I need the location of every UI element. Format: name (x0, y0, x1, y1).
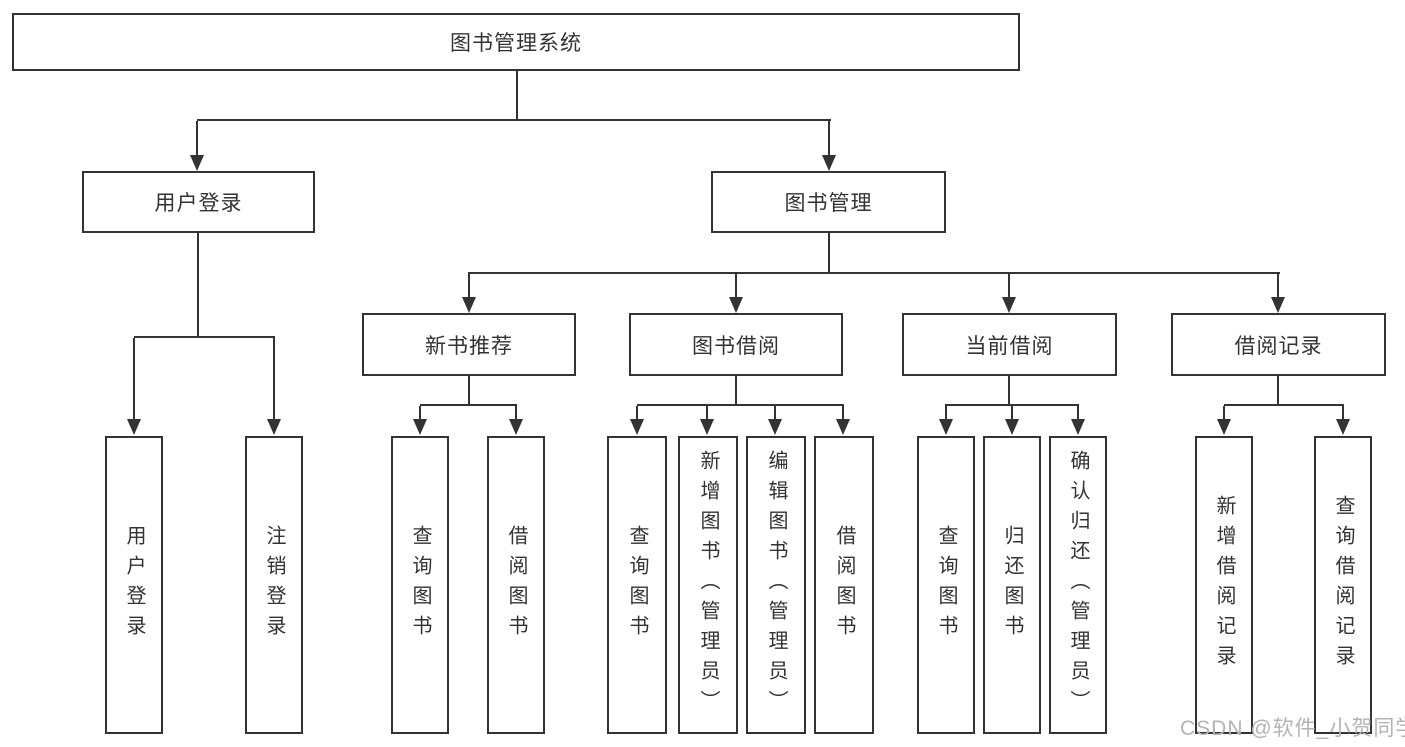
connector-leaf-drop (636, 406, 638, 420)
arrow-down-icon (939, 419, 953, 435)
node-current-borrow-label: 当前借阅 (965, 334, 1054, 358)
arrow-down-icon (1336, 419, 1350, 435)
node-new-book-recommend-label: 新书推荐 (425, 334, 513, 358)
leaf-edit-book-admin: 编辑图书（管理员） (746, 436, 806, 734)
arrow-down-icon (822, 155, 836, 171)
connector-book-mgmt-stem (828, 233, 830, 273)
leaf-label: 借阅图书 (505, 525, 527, 645)
connector-leaf-drop (133, 338, 135, 420)
connector-level3-drop (1277, 274, 1279, 298)
node-root-label: 图书管理系统 (450, 32, 582, 55)
connector-user-login-hline (134, 336, 275, 338)
connector-current-borrow-hline (945, 404, 1079, 406)
node-user-login-label: 用户登录 (154, 192, 243, 215)
connector-level3-drop (468, 274, 470, 298)
arrow-down-icon (127, 419, 141, 435)
connector-borrow-records-stem (1277, 376, 1279, 405)
arrow-down-icon (1002, 297, 1016, 313)
connector-leaf-drop (706, 406, 708, 420)
arrow-down-icon (1005, 419, 1019, 435)
connector-level3-drop (735, 274, 737, 298)
node-current-borrow: 当前借阅 (902, 313, 1117, 376)
arrow-down-icon (729, 297, 743, 313)
node-borrow-records: 借阅记录 (1171, 313, 1386, 376)
leaf-query-books: 查询图书 (917, 436, 975, 734)
node-borrow-records-label: 借阅记录 (1234, 334, 1323, 358)
node-new-book-recommend: 新书推荐 (362, 313, 576, 376)
leaf-logout: 注销登录 (245, 436, 303, 734)
arrow-down-icon (630, 419, 644, 435)
arrow-down-icon (1271, 297, 1285, 313)
connector-leaf-drop (1342, 406, 1344, 420)
connector-leaf-drop (842, 406, 844, 420)
connector-leaf-drop (273, 338, 275, 420)
csdn-watermark: CSDN @软件_小贺同学 (1180, 717, 1405, 740)
arrow-down-icon (509, 419, 523, 435)
leaf-user-login: 用户登录 (105, 436, 163, 734)
node-book-management: 图书管理 (711, 171, 946, 233)
leaf-label: 新增借阅记录 (1213, 495, 1235, 675)
connector-level3-hline (468, 272, 1280, 274)
connector-leaf-drop (1223, 406, 1225, 420)
arrow-down-icon (462, 297, 476, 313)
leaf-label: 用户登录 (123, 525, 145, 645)
leaf-query-books: 查询图书 (607, 436, 667, 734)
arrow-down-icon (1217, 419, 1231, 435)
connector-root-stem (516, 71, 518, 120)
arrow-down-icon (413, 419, 427, 435)
leaf-label: 确认归还（管理员） (1067, 450, 1089, 720)
leaf-confirm-return-admin: 确认归还（管理员） (1049, 436, 1107, 734)
arrow-down-icon (267, 419, 281, 435)
connector-user-login-drop (196, 121, 198, 156)
arrow-down-icon (768, 419, 782, 435)
leaf-label: 编辑图书（管理员） (765, 450, 787, 720)
leaf-label: 查询图书 (626, 525, 648, 645)
leaf-label: 查询借阅记录 (1332, 495, 1354, 675)
node-user-login: 用户登录 (82, 171, 315, 233)
leaf-label: 借阅图书 (833, 525, 855, 645)
connector-leaf-drop (774, 406, 776, 420)
arrow-down-icon (190, 155, 204, 171)
leaf-label: 注销登录 (263, 525, 285, 645)
leaf-borrow-books: 借阅图书 (487, 436, 545, 734)
connector-level2-hline (197, 119, 831, 121)
connector-book-borrow-hline (637, 404, 844, 406)
node-book-borrow: 图书借阅 (629, 313, 843, 376)
connector-leaf-drop (419, 406, 421, 420)
connector-level3-drop (1008, 274, 1010, 298)
leaf-label: 查询图书 (935, 525, 957, 645)
connector-leaf-drop (515, 406, 517, 420)
leaf-label: 归还图书 (1001, 525, 1023, 645)
leaf-query-books: 查询图书 (391, 436, 449, 734)
leaf-borrow-books: 借阅图书 (814, 436, 874, 734)
arrow-down-icon (836, 419, 850, 435)
connector-new-book-stem (468, 376, 470, 405)
connector-borrow-records-hline (1224, 404, 1344, 406)
leaf-label: 新增图书（管理员） (697, 450, 719, 720)
node-root: 图书管理系统 (12, 13, 1020, 71)
connector-leaf-drop (945, 406, 947, 420)
connector-leaf-drop (1077, 406, 1079, 420)
connector-book-mgmt-drop (828, 121, 830, 156)
node-book-management-label: 图书管理 (784, 192, 873, 215)
arrow-down-icon (1071, 419, 1085, 435)
leaf-add-borrow-record: 新增借阅记录 (1195, 436, 1253, 734)
connector-new-book-hline (420, 404, 517, 406)
leaf-label: 查询图书 (409, 525, 431, 645)
leaf-query-borrow-record: 查询借阅记录 (1314, 436, 1372, 734)
leaf-return-books: 归还图书 (983, 436, 1041, 734)
leaf-add-book-admin: 新增图书（管理员） (678, 436, 738, 734)
connector-current-borrow-stem (1008, 376, 1010, 405)
arrow-down-icon (700, 419, 714, 435)
node-book-borrow-label: 图书借阅 (692, 334, 780, 358)
connector-user-login-stem (197, 233, 199, 337)
connector-book-borrow-stem (735, 376, 737, 405)
connector-leaf-drop (1011, 406, 1013, 420)
